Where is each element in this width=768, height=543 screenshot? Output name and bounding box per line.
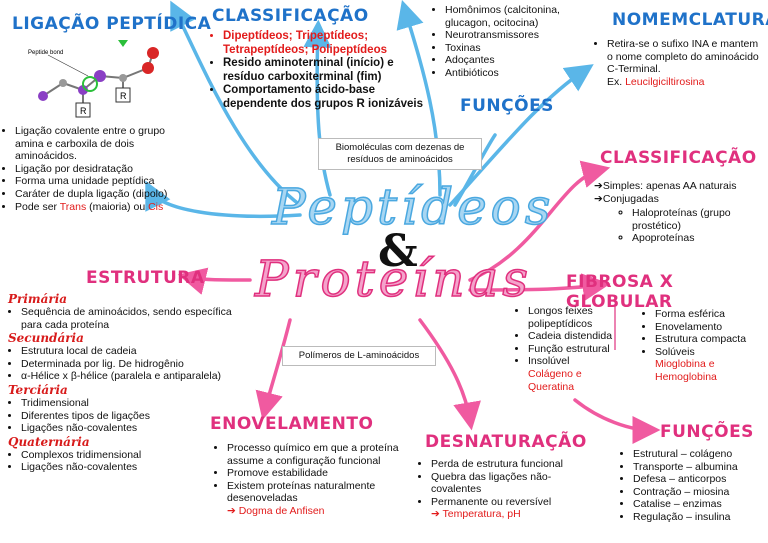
list-item: Estrutura local de cadeia <box>21 345 238 358</box>
list-item: Determinada por lig. De hidrogênio <box>21 358 238 371</box>
list-item: Promove estabilidade <box>227 467 409 480</box>
list-item: Longos feixes polipeptídicos <box>528 305 615 330</box>
list-item: Quebra das ligações não-covalentes <box>431 471 593 496</box>
list-item: Homônimos (calcitonina, glucagon, ocitoc… <box>445 4 582 29</box>
list-item: Resido aminoterminal (início) e resíduo … <box>223 57 425 84</box>
nomenclatura-heading: NOMEMCLATURA <box>612 10 768 30</box>
classificacao-peptideos-list: Dipeptídeos; Tripeptídeos; Tetrapeptídeo… <box>210 30 425 111</box>
list-item: α-Hélice x β-hélice (paralela e antipara… <box>21 370 238 383</box>
list-item: Tridimensional <box>21 397 238 410</box>
list-item: Ligações não-covalentes <box>21 461 238 474</box>
list-item: Sequência de aminoácidos, sendo específi… <box>21 306 238 331</box>
svg-text:R: R <box>80 106 87 116</box>
list-item: Apoproteínas <box>632 232 764 245</box>
list-item: Forma esférica <box>655 308 764 321</box>
estrutura-section: Primária Sequência de aminoácidos, sendo… <box>8 292 238 474</box>
desnaturacao-heading: DESNATURAÇÃO <box>425 432 587 452</box>
list-item: Ligações não-covalentes <box>21 422 238 435</box>
globular-list: Forma esférica Enovelamento Estrutura co… <box>642 308 764 384</box>
list-item: Antibióticos <box>445 67 582 80</box>
list-item: Cadeia distendida <box>528 330 615 343</box>
list-item: Estrutura compacta <box>655 333 764 346</box>
list-item: Ligação covalente entre o grupo amina e … <box>15 125 172 163</box>
list-item: Processo químico em que a proteína assum… <box>227 442 409 467</box>
fibrosa-example: Colágeno e Queratina <box>528 367 582 393</box>
list-item: Defesa – anticorpos <box>633 473 765 486</box>
list-item: Contração – miosina <box>633 486 765 499</box>
svg-text:R: R <box>120 91 127 101</box>
list-item: Forma uma unidade peptídica <box>15 175 172 188</box>
enovelamento-list: Processo químico em que a proteína assum… <box>214 442 409 517</box>
list-item: Comportamento ácido-base dependente dos … <box>223 84 425 111</box>
list-item: Insolúvel <box>528 355 615 368</box>
funcoes-peptideos-list: Homônimos (calcitonina, glucagon, ocitoc… <box>432 4 582 80</box>
fibrosa-globular-heading: FIBROSA X GLOBULAR <box>566 272 674 312</box>
list-item: Regulação – insulina <box>633 511 765 524</box>
list-item: Estrutural – colágeno <box>633 448 765 461</box>
box-biomoleculas: Biomoléculas com dezenas de resíduos de … <box>318 138 482 170</box>
center-title-line1: Peptídeos <box>271 177 555 237</box>
peptide-bond-label: Peptide bond <box>28 50 63 56</box>
classificacao-peptideos-heading: CLASSIFICAÇÃO <box>212 6 369 26</box>
list-item: Dipeptídeos; Tripeptídeos; Tetrapeptídeo… <box>223 30 425 57</box>
list-item: Haloproteínas (grupo prostético) <box>632 207 764 232</box>
list-item: Existem proteínas naturalmente desenovel… <box>227 480 409 505</box>
list-item: Permanente ou reversível <box>431 496 593 509</box>
enovelamento-highlight: ➔ Dogma de Anfisen <box>227 504 325 517</box>
desnaturacao-list: Perda de estrutura funcional Quebra das … <box>418 458 593 520</box>
enovelamento-heading: ENOVELAMENTO <box>210 414 374 434</box>
list-item: Perda de estrutura funcional <box>431 458 593 471</box>
estrutura-heading: ESTRUTURA <box>86 268 205 288</box>
list-item: Simples: apenas AA naturais <box>594 180 764 193</box>
center-title-line2: Proteínas <box>254 249 532 309</box>
classificacao-proteinas-heading: CLASSIFICAÇÃO <box>600 148 757 168</box>
list-item: Toxinas <box>445 42 582 55</box>
terciaria-label: Terciária <box>8 382 68 397</box>
list-item: Conjugadas <box>594 193 764 206</box>
list-item: Adoçantes <box>445 54 582 67</box>
primaria-label: Primária <box>8 292 68 306</box>
quaternaria-label: Quaternária <box>8 434 90 449</box>
list-item: Enovelamento <box>655 321 764 334</box>
list-item: Solúveis <box>655 346 764 359</box>
peptide-bond-diagram: Peptide bond R R <box>28 40 159 118</box>
nomenclatura-list: Retira-se o sufixo INA e mantem o nome c… <box>594 38 764 88</box>
list-item: Pode ser Trans (maioria) ou Cis <box>15 201 172 214</box>
list-item: Catalise – enzimas <box>633 498 765 511</box>
list-item: Retira-se o sufixo INA e mantem o nome c… <box>607 38 764 88</box>
list-item: Transporte – albumina <box>633 461 765 474</box>
funcoes-proteinas-heading: FUNÇÕES <box>660 422 754 442</box>
ligacao-heading: LIGAÇÃO PEPTÍDICA <box>12 14 212 34</box>
ampersand: & <box>378 226 418 277</box>
box-polimeros: Polímeros de L-aminoácidos <box>282 346 436 366</box>
list-item: Neurotransmissores <box>445 29 582 42</box>
globular-example: Mioglobina e Hemoglobina <box>655 358 717 383</box>
fibrosa-list: Longos feixes polipeptídicos Cadeia dist… <box>515 305 615 393</box>
list-item: Ligação por desidratação <box>15 163 172 176</box>
funcoes-peptideos-heading: FUNÇÕES <box>460 96 554 116</box>
classificacao-proteinas-list: Simples: apenas AA naturais Conjugadas H… <box>594 180 764 245</box>
list-item: Caráter de dupla ligação (dipolo) <box>15 188 172 201</box>
list-item: Função estrutural <box>528 343 615 356</box>
list-item: Complexos tridimensional <box>21 449 238 462</box>
secundaria-label: Secundária <box>8 331 84 346</box>
funcoes-proteinas-list: Estrutural – colágeno Transporte – album… <box>620 448 765 524</box>
ligacao-list: Ligação covalente entre o grupo amina e … <box>2 125 172 213</box>
list-item: Diferentes tipos de ligações <box>21 410 238 423</box>
desnaturacao-highlight: ➔ Temperatura, pH <box>431 508 521 521</box>
